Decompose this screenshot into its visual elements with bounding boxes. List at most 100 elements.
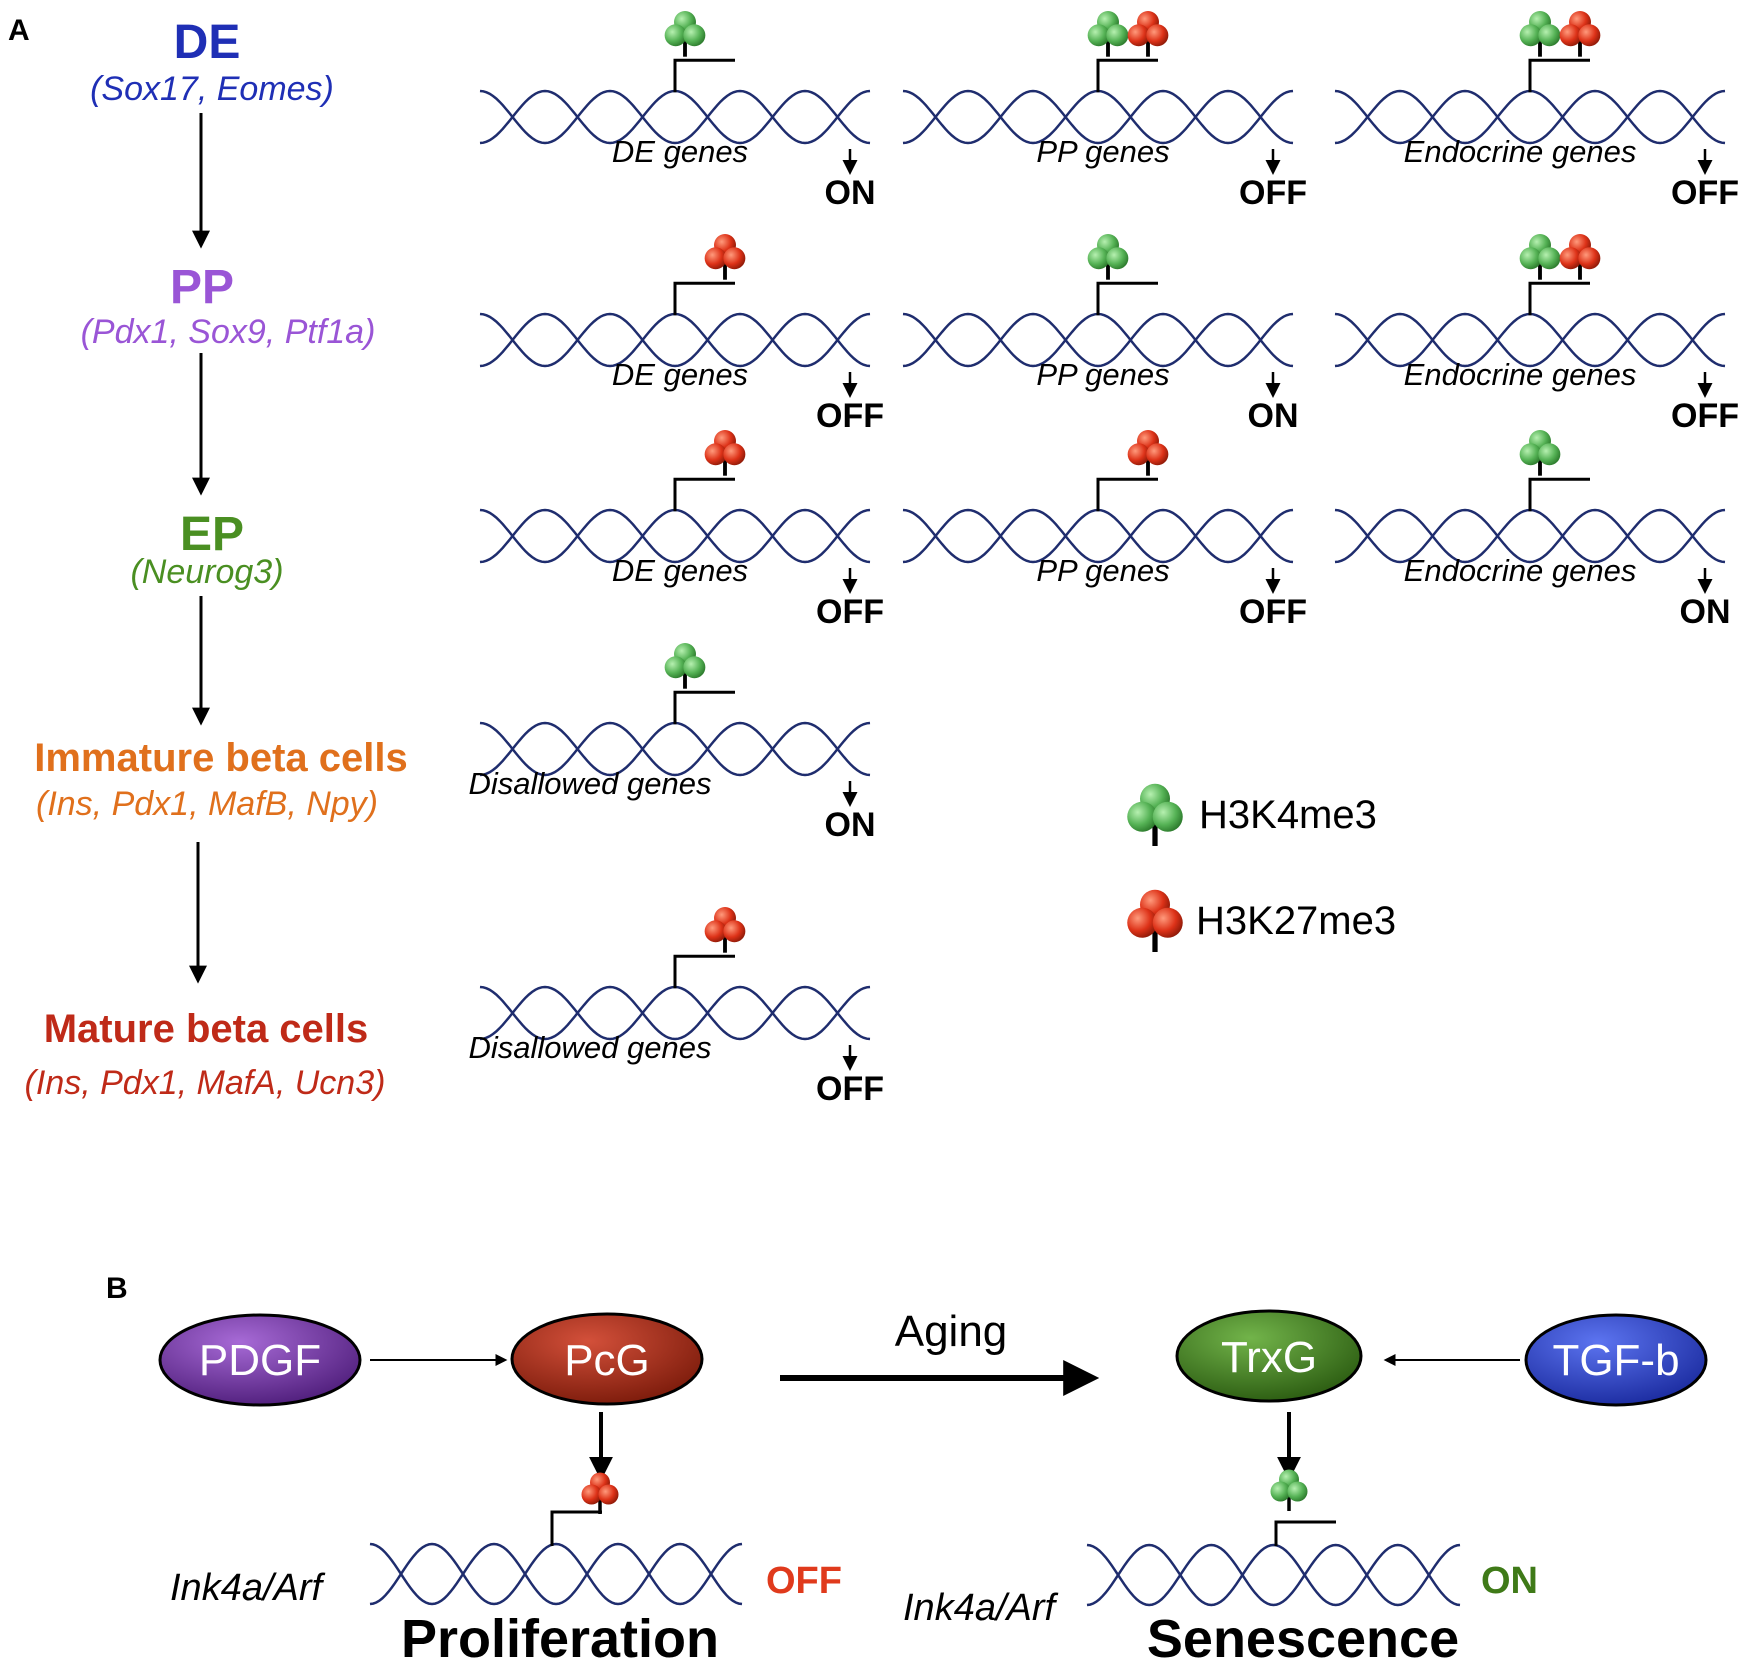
promoter-arrow [673,477,735,512]
legend-label-h3k27me3: H3K27me3 [1196,899,1396,943]
h3k4me3-mark [1519,430,1561,476]
right-state-label: ON [1481,1560,1538,1602]
gene-state: ON [825,174,876,212]
h3k4me3-mark [1087,11,1129,57]
gene-label: PP genes [1036,553,1169,588]
stage-list: DE (Sox17, Eomes) PP (Pdx1, Sox9, Ptf1a)… [25,16,408,1102]
dna-strand-a [479,721,871,777]
dna-strand-b [1086,1543,1461,1607]
promoter-arrow [673,954,735,989]
dna-strand-a [369,1542,743,1606]
gene-state: ON [1680,593,1731,631]
gene-state: OFF [1671,397,1739,435]
promoter-arrow [1096,58,1158,93]
gene-state: ON [825,806,876,844]
aging-label: Aging [895,1307,1008,1356]
dna-strand-a [479,89,871,145]
stage-de-markers: (Sox17, Eomes) [90,70,334,108]
stage-arrows [189,113,210,984]
dna-strand-a [1334,89,1726,145]
dna-strand-a [1334,508,1726,564]
stage-ep-name: EP [180,508,244,561]
h3k4me3-mark [664,643,706,689]
node-pdgf: PDGF [158,1313,362,1407]
dna-helix [369,1542,743,1606]
right-gene-label: Ink4a/Arf [903,1587,1059,1629]
h3k27me3-mark [1559,11,1601,57]
node-pdgf-label: PDGF [199,1336,321,1385]
left-outcome-label: Proliferation [401,1609,719,1667]
gene-state: OFF [816,397,884,435]
node-trxg-label: TrxG [1221,1333,1317,1382]
dna-strand-a [1086,1543,1461,1607]
promoter-arrow [1528,58,1590,93]
promoter-arrow [1528,281,1590,316]
h3k4me3-mark [1519,11,1561,57]
h3k27me3-mark [704,430,746,476]
promoter-arrow [1096,281,1158,316]
legend: H3K4me3 H3K27me3 [1127,783,1396,952]
h3k27me3-mark [581,1472,619,1514]
h3k4me3-mark [1087,234,1129,280]
stage-mature-markers: (Ins, Pdx1, MafA, Ucn3) [25,1064,386,1102]
gene-label: Disallowed genes [469,1030,712,1065]
dna-strand-a [479,312,871,368]
promoter-arrow [673,58,735,93]
h3k27me3-mark [1127,11,1169,57]
promoter-arrow [673,690,735,725]
h3k4me3-mark [664,11,706,57]
node-trxg: TrxG [1175,1309,1363,1403]
gene-state: OFF [816,593,884,631]
h3k4me3-mark [1519,234,1561,280]
dna-helix [1086,1543,1461,1607]
promoter-arrow [1274,1520,1336,1546]
panel-b-label: B [106,1272,128,1305]
h3k4me3-mark [1270,1469,1308,1511]
promoter-arrow [673,281,735,316]
gene-state: OFF [1239,174,1307,212]
left-state-label: OFF [766,1560,842,1602]
promoter-arrow [1528,477,1590,512]
node-pcg: PcG [510,1312,704,1406]
stage-ep-markers: (Neurog3) [130,553,283,591]
dna-strand-a [479,985,871,1041]
stage-pp-name: PP [170,261,234,314]
panel-a-label: A [8,14,30,47]
dna-strand-a [902,89,1294,145]
gene-label: DE genes [612,357,748,392]
legend-label-h3k4me3: H3K4me3 [1199,793,1377,837]
node-pcg-label: PcG [564,1336,650,1385]
h3k27me3-mark [704,234,746,280]
promoter-arrow [1096,477,1158,512]
h3k27me3-mark [1127,430,1169,476]
gene-state: ON [1248,397,1299,435]
gene-label: Endocrine genes [1404,553,1637,588]
right-outcome-label: Senescence [1147,1609,1459,1667]
h3k27me3-mark [704,907,746,953]
stage-de-name: DE [174,16,241,69]
legend-mark-h3k4me3 [1127,783,1183,846]
dna-strand-a [1334,312,1726,368]
dna-strand-a [479,508,871,564]
gene-label: PP genes [1036,134,1169,169]
h3k27me3-mark [1127,889,1183,952]
dna-strand-a [902,508,1294,564]
gene-label: Endocrine genes [1404,134,1637,169]
gene-label: Disallowed genes [469,766,712,801]
stage-immature-markers: (Ins, Pdx1, MafB, Npy) [36,785,378,823]
dna-strand-b [369,1542,743,1606]
h3k27me3-mark [1559,234,1601,280]
gene-label: PP genes [1036,357,1169,392]
